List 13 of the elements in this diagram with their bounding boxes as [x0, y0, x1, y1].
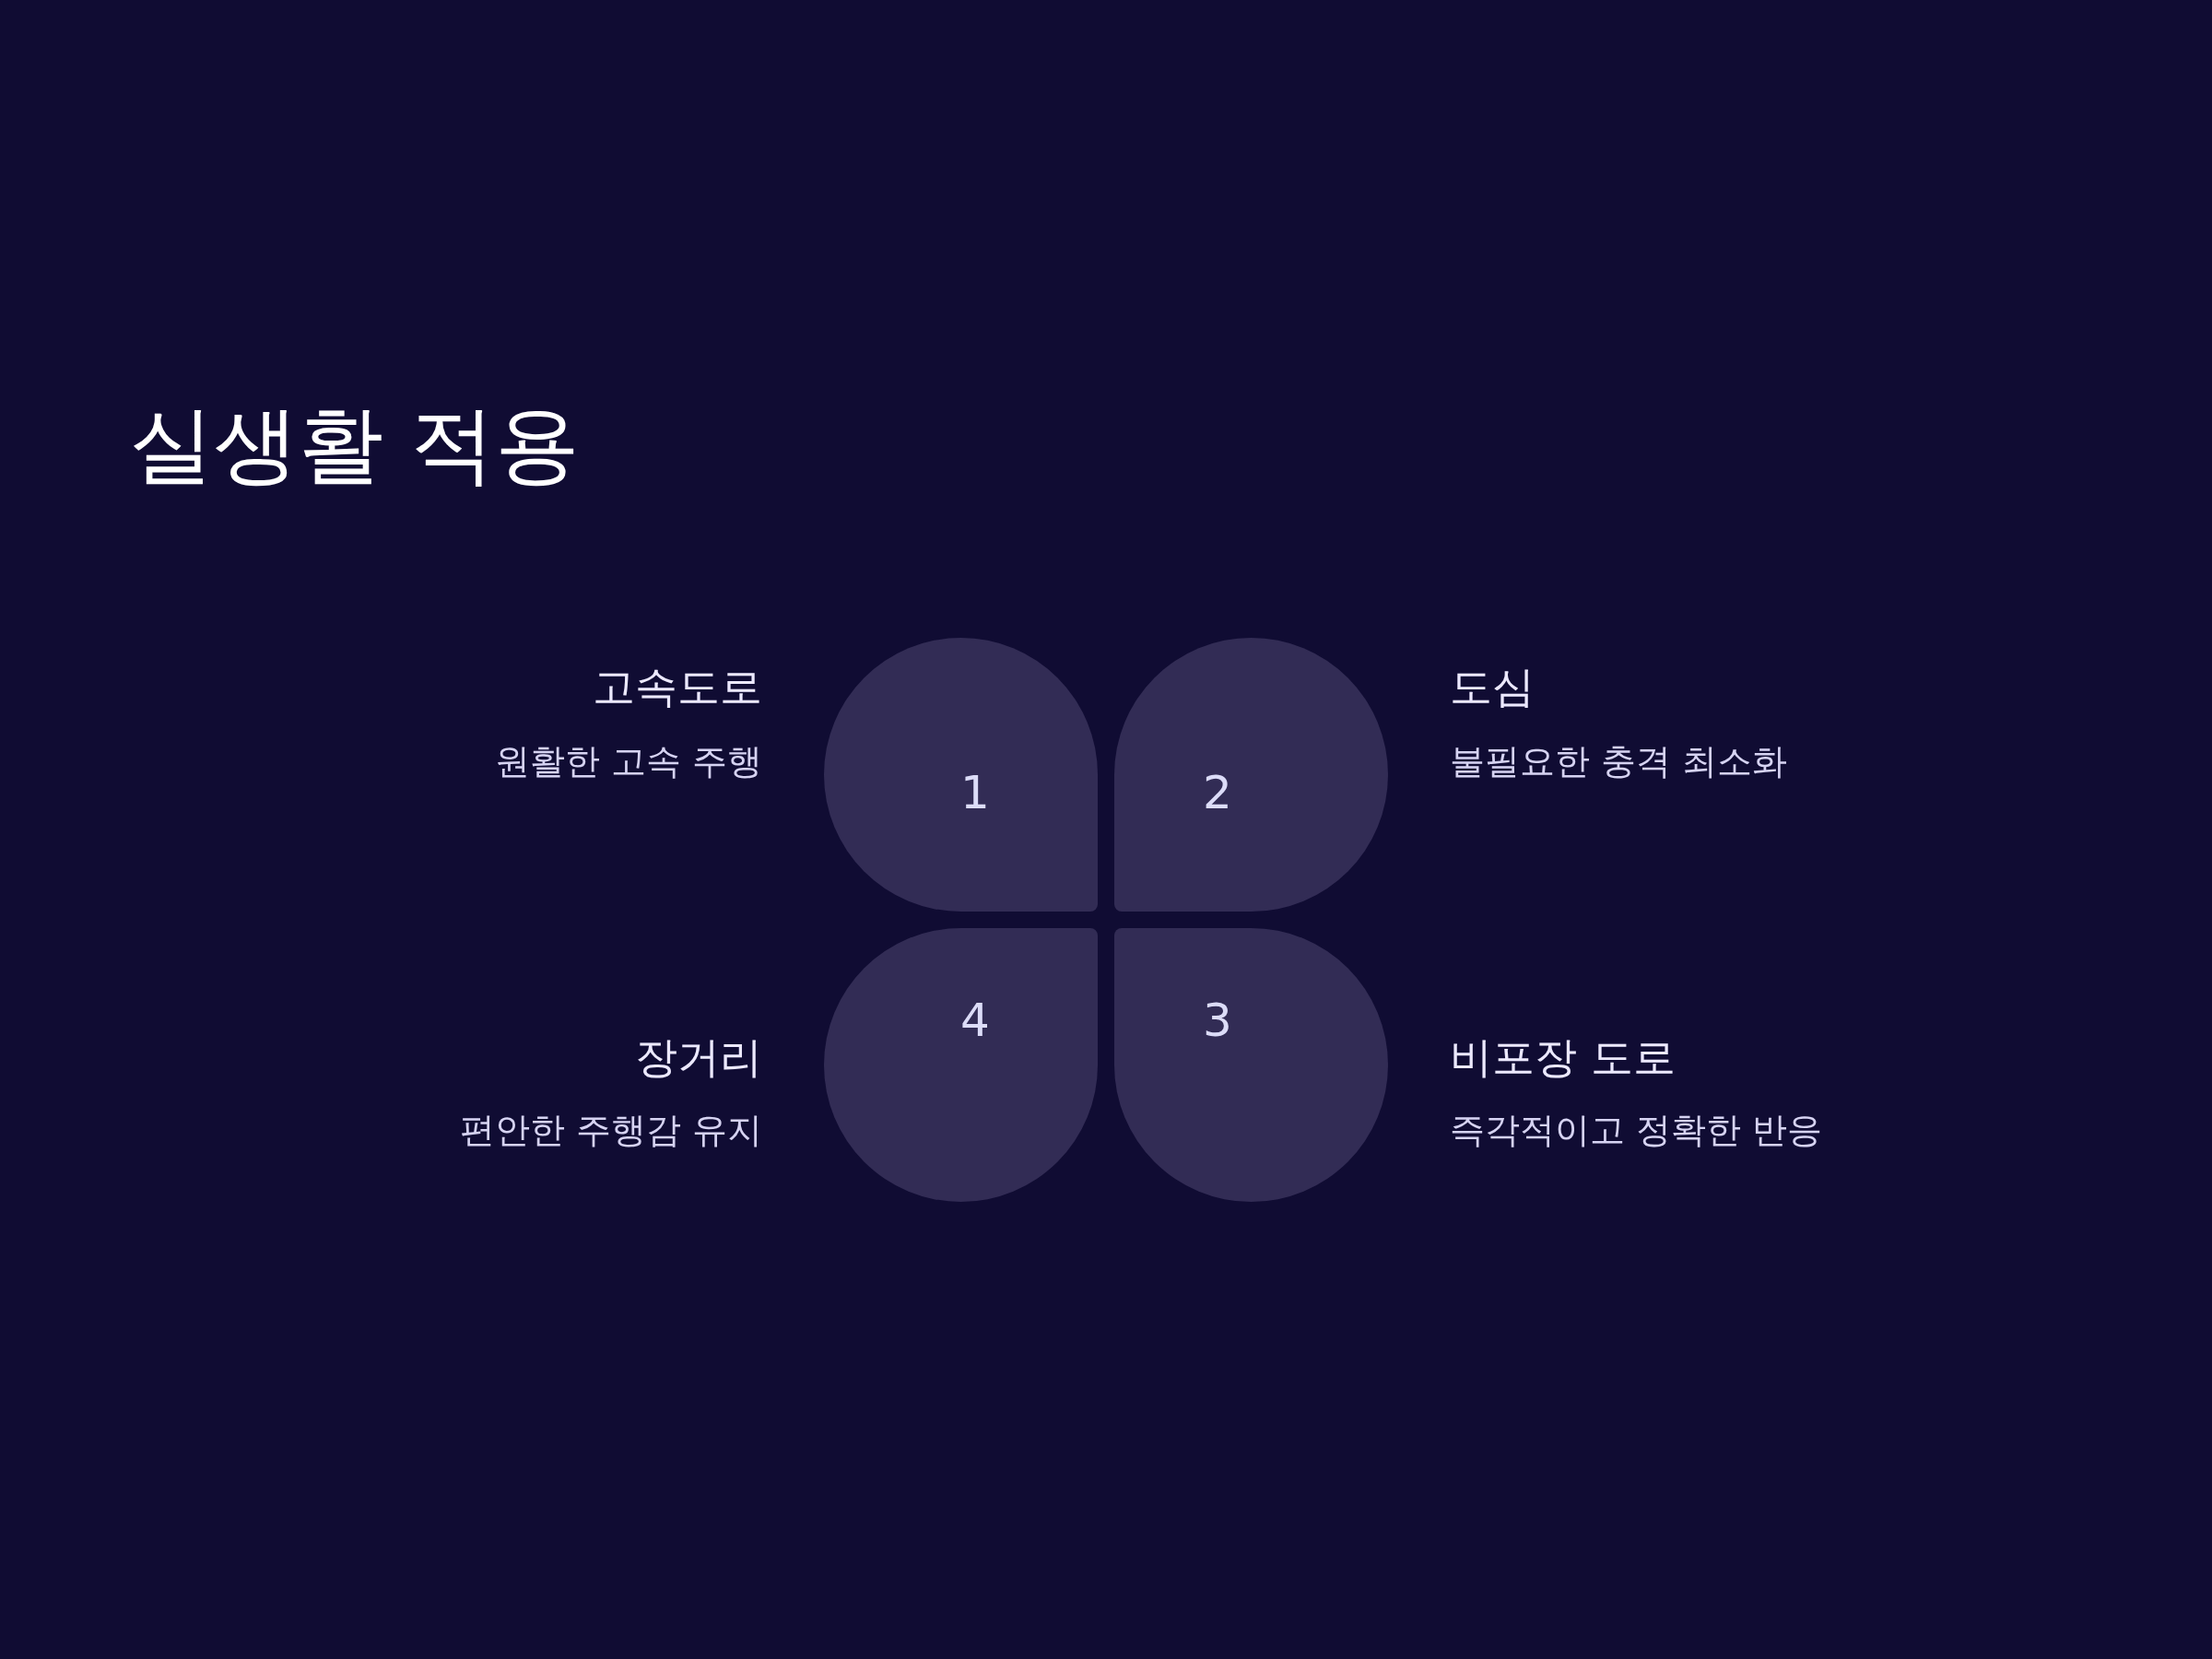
slide-title: 실생활 적용	[129, 398, 581, 492]
step-number: 1	[960, 770, 990, 816]
item-description: 원활한 고속 주행	[494, 743, 762, 782]
item-description: 즉각적이고 정확한 반응	[1450, 1112, 1823, 1150]
item-heading: 고속도로	[593, 664, 762, 711]
step-number: 2	[1203, 770, 1232, 816]
item-description: 편안한 주행감 유지	[459, 1112, 762, 1150]
item-heading: 장거리	[635, 1034, 762, 1081]
step-number: 3	[1203, 997, 1232, 1043]
item-heading: 비포장 도로	[1450, 1034, 1676, 1081]
item-heading: 도심	[1450, 664, 1535, 711]
item-description: 불필요한 충격 최소화	[1450, 743, 1788, 782]
step-number: 4	[960, 997, 990, 1043]
